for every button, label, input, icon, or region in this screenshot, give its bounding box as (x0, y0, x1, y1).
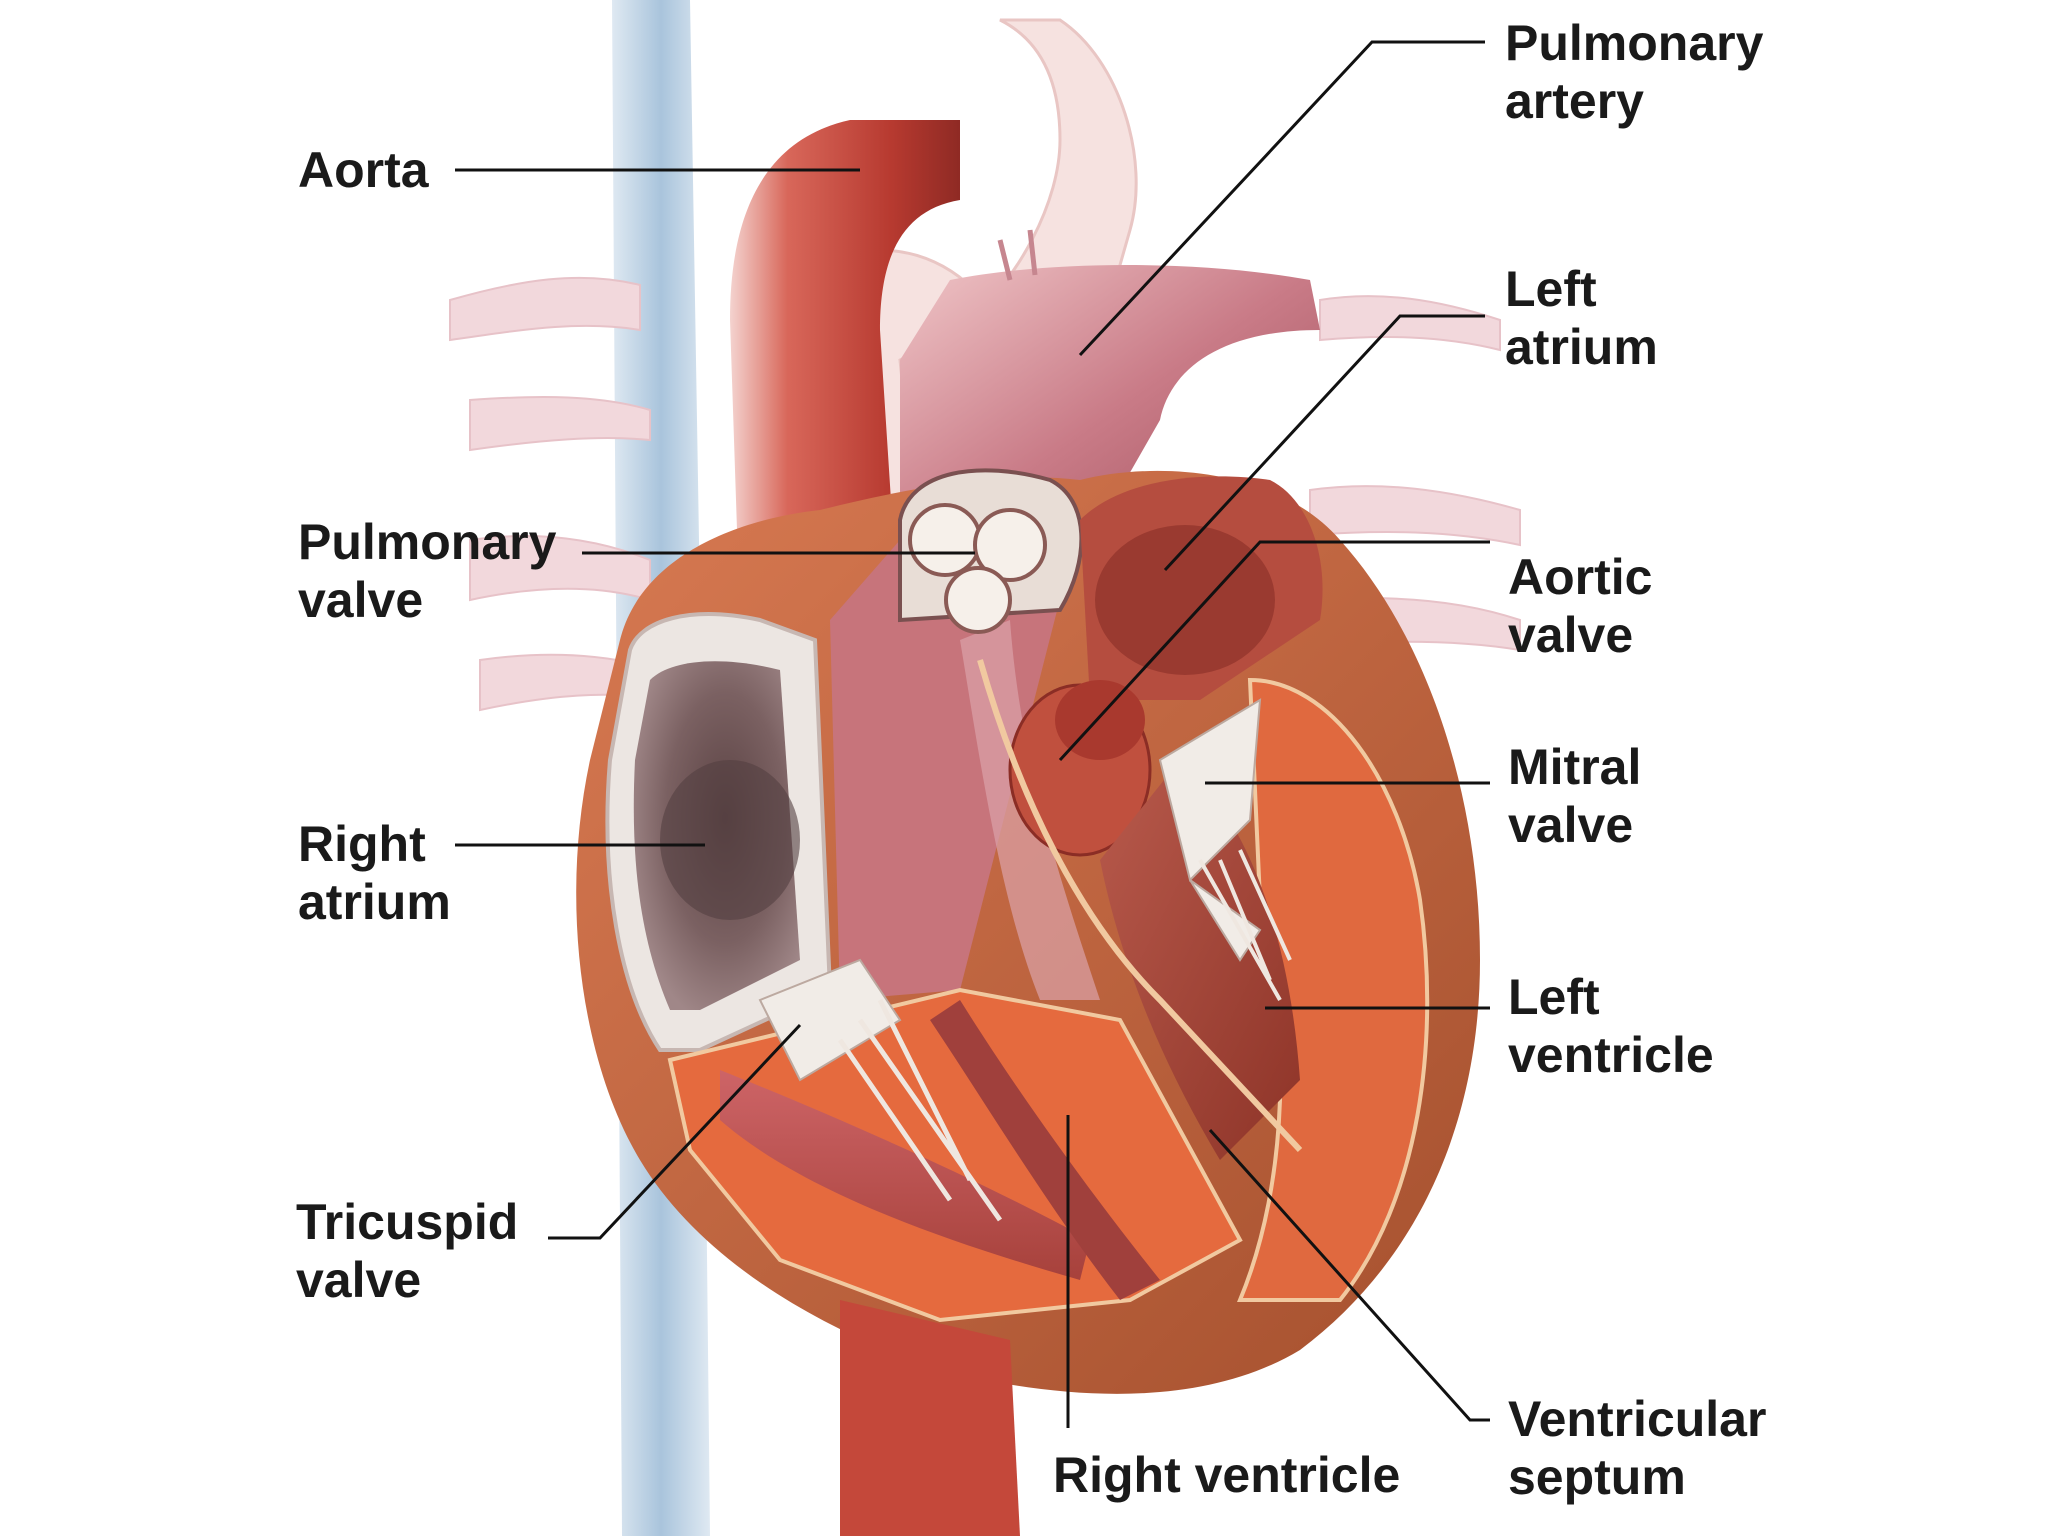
label-pulmonary-valve: Pulmonary valve (298, 513, 556, 629)
label-right-atrium: Right atrium (298, 815, 451, 931)
label-left-ventricle: Left ventricle (1508, 968, 1714, 1084)
label-ventricular-septum: Ventricular septum (1508, 1390, 1766, 1506)
label-aortic-valve: Aortic valve (1508, 548, 1652, 664)
label-tricuspid-valve: Tricuspid valve (296, 1193, 518, 1309)
label-right-ventricle: Right ventricle (1053, 1446, 1400, 1504)
label-mitral-valve: Mitral valve (1508, 738, 1641, 854)
label-pulmonary-artery: Pulmonary artery (1505, 14, 1763, 130)
label-aorta: Aorta (298, 141, 429, 199)
pulmonary-valve-structure (900, 470, 1081, 632)
label-left-atrium: Left atrium (1505, 260, 1658, 376)
